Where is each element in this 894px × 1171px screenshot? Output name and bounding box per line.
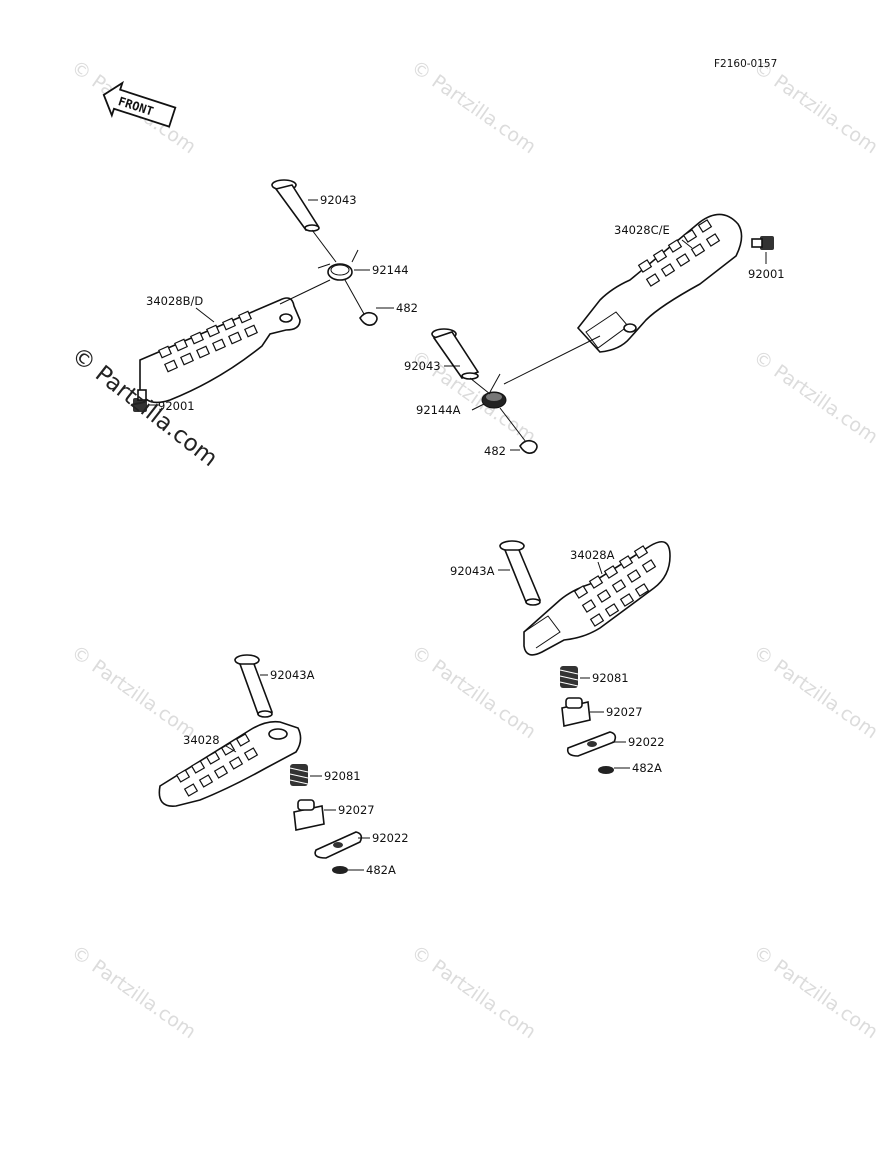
label-482: 482 [396,301,418,315]
leader-line [499,407,527,443]
spring-92144 [317,249,359,281]
label-92081-left: 92081 [324,769,361,783]
footpeg-34028bd [139,297,301,404]
label-92043-right: 92043 [404,359,441,373]
footpeg-34028a [523,540,671,656]
pin-92043a-left [234,654,274,718]
label-34028bd: 34028B/D [146,294,203,308]
watermark: © Partzilla.com [67,941,200,1043]
bolt-92001-upper-right [751,236,774,250]
label-92001: 92001 [158,399,195,413]
plate-92022-right [566,731,617,757]
upper-right-footpeg-assembly: 34028C/E 92001 92043 92144A 482 [404,213,785,458]
watermark: © Partzilla.com [749,56,882,158]
label-92043: 92043 [320,193,357,207]
watermark: © Partzilla.com [407,56,540,158]
footpeg-34028ce [576,213,743,353]
label-92144: 92144 [372,263,409,277]
lower-left-footpeg-assembly: 92043A 34028 92081 92027 92022 482A [158,654,409,877]
spring-92144a [481,373,507,409]
label-482-right: 482 [484,444,506,458]
label-482a-right: 482A [632,761,662,775]
bolt-92001-upper-left [133,389,147,412]
watermark: © Partzilla.com [67,641,200,743]
footpeg-34028 [158,720,302,807]
pin-92043-upper-right [431,328,480,380]
watermark-layer: © Partzilla.com © Partzilla.com © Partzi… [67,56,882,1043]
leader-line [311,229,337,263]
label-92043a-left: 92043A [270,668,315,682]
label-92027-left: 92027 [338,803,375,817]
label-92043a-right: 92043A [450,564,495,578]
cotter-pin-482-upper-right [519,439,538,454]
label-92144a: 92144A [416,403,461,417]
diagram-code: F2160-0157 [714,58,777,70]
upper-left-footpeg-assembly: 92043 92144 482 34028B/D 92001 [133,179,418,413]
label-92027-right: 92027 [606,705,643,719]
leader-line [503,335,601,385]
bracket-92027-right [561,697,591,727]
watermark: © Partzilla.com [407,641,540,743]
watermark: © Partzilla.com [749,641,882,743]
watermark: © Partzilla.com [749,346,882,448]
label-92001-right: 92001 [748,267,785,281]
label-482a-left: 482A [366,863,396,877]
cotter-482a-left [332,866,348,874]
pin-92043-upper-left [271,179,320,232]
label-34028ce: 34028C/E [614,223,670,237]
label-92022-right: 92022 [628,735,665,749]
plate-92022-left [314,831,363,859]
spring-92081-left [289,764,309,786]
bracket-92027-left [293,799,325,831]
leader-line [469,377,491,395]
leader-line [279,279,331,305]
label-34028a: 34028A [570,548,615,562]
cotter-pin-482-upper-left [359,311,378,326]
label-34028: 34028 [183,733,220,747]
label-92081-right: 92081 [592,671,629,685]
middle-right-footpeg-assembly: 92043A 34028A 92081 92027 92022 482A [450,540,671,775]
leader-line [344,279,365,315]
cotter-482a-right [598,766,614,774]
label-92022-left: 92022 [372,831,409,845]
watermark: © Partzilla.com [407,941,540,1043]
spring-92081-right [559,666,579,688]
watermark: © Partzilla.com [749,941,882,1043]
pin-92043a-right [499,540,542,606]
